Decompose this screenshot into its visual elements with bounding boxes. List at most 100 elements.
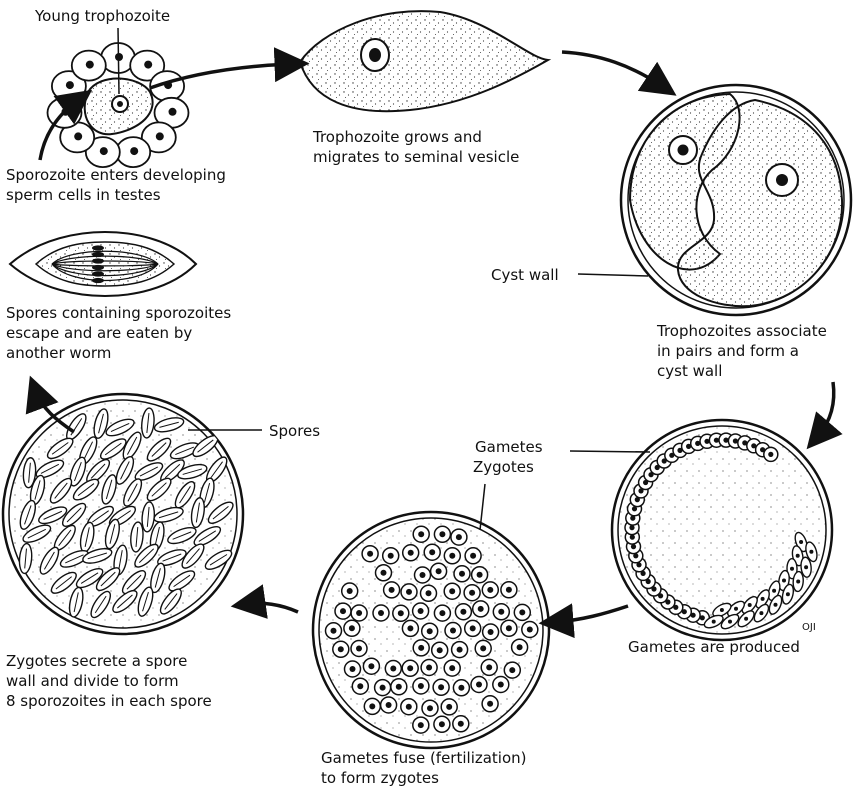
zygote-nucleus (506, 625, 512, 631)
zygote-cyst (313, 484, 549, 748)
zygote-nucleus (488, 629, 494, 635)
label-gametes: Gametes (475, 438, 543, 456)
zygote-nucleus (389, 587, 395, 593)
zygote-nucleus (381, 570, 387, 576)
spindle-nucleus (809, 550, 813, 554)
label-spores: Spores (269, 422, 320, 440)
zygote-nucleus (408, 550, 414, 556)
zygote-nucleus (390, 666, 396, 672)
zygote-nucleus (458, 721, 464, 727)
sperm-cell-nucleus (74, 132, 82, 140)
spindle-nucleus (744, 617, 748, 621)
zygote-nucleus (367, 551, 373, 557)
zygote-nucleus (418, 722, 424, 728)
zygote-nucleus (478, 606, 484, 612)
zygote-nucleus (369, 703, 375, 709)
zygote-nucleus (368, 663, 374, 669)
sperm-cell-nucleus (144, 61, 152, 69)
gamete-nucleus (714, 438, 719, 443)
sporozoite-nucleus (92, 265, 104, 270)
sperm-cell-nucleus (156, 132, 164, 140)
zygote-nucleus (398, 610, 404, 616)
zygote-nucleus (386, 702, 392, 708)
zygote-nucleus (407, 665, 413, 671)
zygote-nucleus (340, 608, 346, 614)
zygote-nucleus (527, 627, 533, 633)
zygote-nucleus (470, 553, 476, 559)
spindle-nucleus (728, 620, 732, 624)
spindle-nucleus (772, 589, 776, 593)
single-spore (10, 232, 196, 296)
zygote-nucleus (418, 645, 424, 651)
artist-mark: OJI (802, 622, 816, 633)
sporozoite-nucleus (92, 278, 104, 283)
zygote-nucleus (457, 647, 463, 653)
gamete-cyst (570, 420, 832, 640)
zygote-nucleus (487, 587, 493, 593)
zygote-nucleus (439, 531, 445, 537)
zygote-nucleus (438, 684, 444, 690)
spindle-nucleus (720, 608, 724, 612)
gamete-nucleus (768, 452, 773, 457)
zygote-nucleus (459, 571, 465, 577)
zygote-nucleus (509, 667, 515, 673)
sporozoite-nucleus (92, 252, 104, 257)
zygote-nucleus (357, 683, 363, 689)
zygote-nucleus (429, 549, 435, 555)
zygote-nucleus (446, 704, 452, 710)
zygote-nucleus (476, 682, 482, 688)
sporozoite-nucleus (92, 271, 104, 276)
label-trophozoite-grows: Trophozoite grows and migrates to semina… (312, 128, 519, 166)
spindle-nucleus (804, 565, 808, 569)
sperm-cell-nucleus (86, 61, 94, 69)
zygote-nucleus (449, 665, 455, 671)
zygote-nucleus (338, 646, 344, 652)
spindle-nucleus (799, 540, 803, 544)
label-young-trophozoite: Young trophozoite (34, 7, 170, 25)
grown-trophozoite (300, 11, 548, 111)
zygote-nucleus (506, 587, 512, 593)
zygote-nucleus (396, 684, 402, 690)
zygote-nucleus (480, 645, 486, 651)
zygote-nucleus (470, 625, 476, 631)
label-sporozoite-enters: Sporozoite enters developing sperm cells… (6, 166, 231, 204)
spindle-nucleus (761, 597, 765, 601)
zygote-nucleus (388, 553, 394, 559)
zygote-nucleus (469, 590, 475, 596)
zygote-nucleus (498, 682, 504, 688)
zygote-nucleus (418, 608, 424, 614)
spindle-nucleus (796, 580, 800, 584)
zygote-nucleus (331, 628, 337, 634)
zygote-nucleus (418, 683, 424, 689)
zygote-nucleus (427, 628, 433, 634)
zygote-nucleus (356, 646, 362, 652)
zygote-nucleus (450, 628, 456, 634)
zygote-nucleus (380, 685, 386, 691)
spindle-nucleus (782, 579, 786, 583)
zygote-nucleus (427, 705, 433, 711)
zygote-nucleus (519, 609, 525, 615)
arrow-to-spores (248, 603, 298, 612)
label-gametes-produced: Gametes are produced (628, 638, 800, 656)
label-cyst-wall: Cyst wall (491, 266, 559, 284)
sperm-cell-nucleus (66, 81, 74, 89)
zygote-nucleus (458, 685, 464, 691)
zygote-nucleus (407, 625, 413, 631)
zygote-nucleus (356, 610, 362, 616)
zygote-nucleus (498, 609, 504, 615)
spindle-nucleus (748, 603, 752, 607)
arrow-to-fertilization (556, 606, 628, 622)
zygote-nucleus (487, 701, 493, 707)
pointer-gametes (570, 451, 650, 452)
sperm-cell-cluster (48, 28, 189, 167)
sperm-cell-nucleus (130, 147, 138, 155)
pointer-young-trophozoite (118, 28, 119, 94)
label-zygotes: Zygotes (473, 458, 534, 476)
zygote-nucleus (439, 610, 445, 616)
sperm-cell-nucleus (100, 147, 108, 155)
spindle-nucleus (790, 567, 794, 571)
zygote-nucleus (486, 664, 492, 670)
zygote-nucleus (449, 588, 455, 594)
zygote-nucleus (378, 610, 384, 616)
